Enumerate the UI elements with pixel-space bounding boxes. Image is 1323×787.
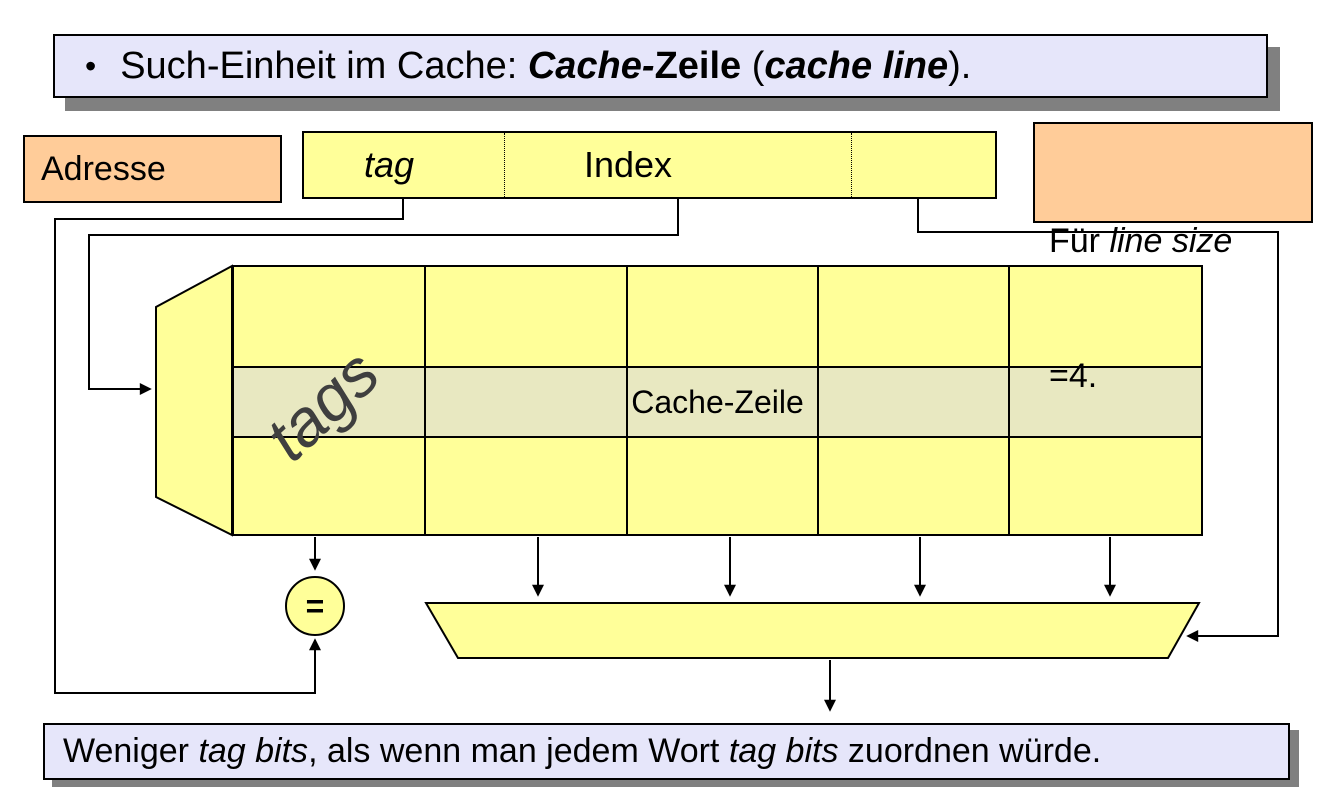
- address-bitfield-bar: tag Index: [302, 131, 997, 199]
- title-seg-0: Such-Einheit im Cache:: [120, 44, 528, 87]
- tag-connector-path: [54, 199, 404, 694]
- linesize-line2: =4.: [1049, 357, 1098, 395]
- cache-line-row-label: Cache-Zeile: [631, 383, 804, 420]
- title-box: • Such-Einheit im Cache: Cache-Zeile (ca…: [53, 34, 1268, 98]
- comparator-circle: [285, 576, 345, 636]
- cache-line-highlight-row: [232, 366, 1203, 438]
- linesize-callout: Für line size =4.: [1033, 122, 1313, 395]
- multiplexer-shape: [424, 602, 1201, 659]
- title-seg-5: ).: [948, 44, 972, 87]
- linesize-seg-0: Für: [1049, 222, 1110, 260]
- footer-seg-3: tag bits: [728, 732, 839, 770]
- linesize-line1: Für line size: [1049, 219, 1311, 264]
- comparator-equals-label: =: [305, 587, 325, 624]
- address-field-index: Index: [504, 133, 851, 197]
- footer-text: Weniger tag bits, als wenn man jedem Wor…: [63, 732, 1101, 771]
- title-seg-1: Cache-: [527, 44, 655, 87]
- linesize-seg-1: line size: [1109, 222, 1233, 260]
- index-connector-path: [88, 199, 679, 395]
- address-field-tag: tag: [304, 133, 504, 197]
- title-seg-2: Zeile: [654, 44, 742, 87]
- bullet-icon: •: [85, 47, 97, 84]
- offset-connector-path: [917, 199, 1279, 642]
- title-seg-3: (: [741, 44, 765, 87]
- adresse-label: Adresse: [41, 149, 166, 188]
- footer-seg-4: zuordnen würde.: [838, 732, 1102, 770]
- tags-pointer-shape: [155, 264, 233, 537]
- footer-seg-0: Weniger: [63, 732, 199, 770]
- tag-field-label: tag: [363, 144, 415, 185]
- address-field-offset: [851, 133, 995, 197]
- footer-seg-1: tag bits: [198, 732, 309, 770]
- footer-seg-2: , als wenn man jedem Wort: [308, 732, 729, 770]
- footer-box: Weniger tag bits, als wenn man jedem Wor…: [43, 723, 1290, 780]
- title-seg-4: cache line: [764, 44, 949, 87]
- adresse-callout: Adresse: [23, 135, 282, 203]
- title-text: Such-Einheit im Cache: Cache-Zeile (cach…: [120, 45, 971, 88]
- index-field-label: Index: [583, 144, 673, 185]
